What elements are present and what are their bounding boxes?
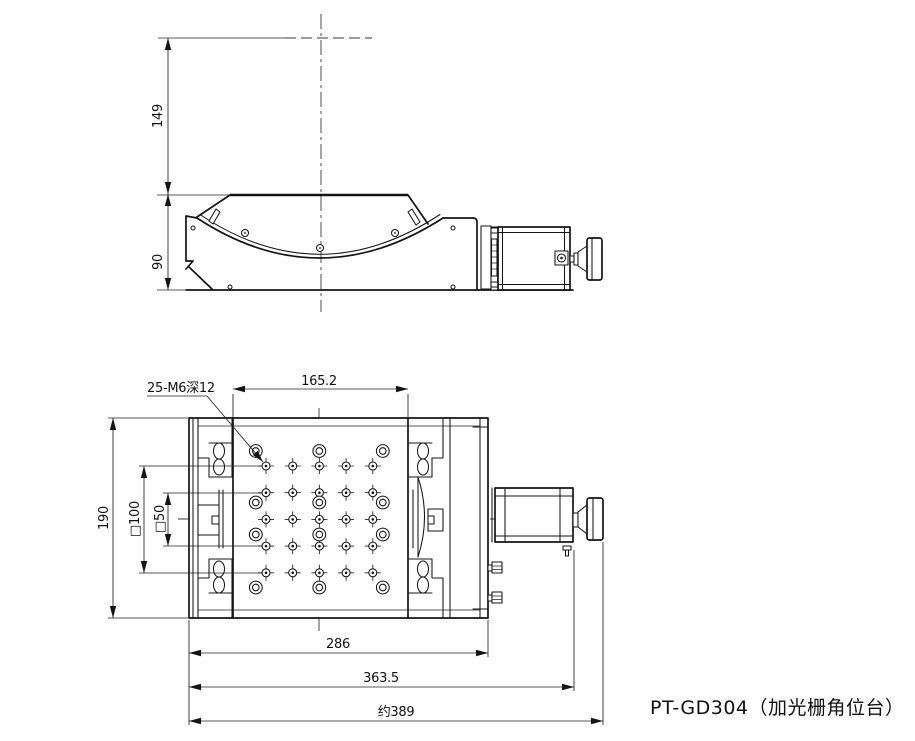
side-extension-lines <box>157 194 230 291</box>
hand-knob-side <box>586 237 603 281</box>
motor-screw-plan <box>562 545 572 551</box>
counterbore-holes <box>248 444 390 595</box>
goniometer-arc-lower <box>196 217 444 259</box>
motor-shaft-side <box>569 255 575 263</box>
dim-286: 286 <box>326 637 350 652</box>
side-view: 149 90 <box>151 14 603 312</box>
dim-square-100: □100 <box>128 501 143 537</box>
dim-90: 90 <box>151 254 166 270</box>
dim-363-5: 363.5 <box>363 671 399 686</box>
stage-body-outline <box>185 215 574 291</box>
dim-165-2: 165.2 <box>301 374 337 389</box>
corner-steps <box>472 426 489 610</box>
stage-body-side <box>185 193 574 291</box>
motor-flange-side <box>480 225 492 290</box>
dim-square-50: □50 <box>153 505 168 533</box>
clamp-brackets <box>197 417 444 619</box>
arc-clamp-wedges <box>208 208 421 226</box>
side-key-tabs <box>197 476 444 558</box>
coupling-ribs <box>490 238 498 277</box>
hole-callout-text: 25-M6深12 <box>147 381 215 396</box>
cam-bulge <box>417 476 426 558</box>
plate-inner-lines <box>198 425 480 611</box>
plan-view: 25-M6深12 165.2 190 □100 □50 286 363.5 约3… <box>97 374 604 725</box>
product-title: PT-GD304（加光栅角位台） <box>650 697 905 719</box>
base-edge-screws <box>487 561 503 604</box>
hand-knob-plan <box>586 497 604 541</box>
platform-edges-plan <box>232 417 409 619</box>
hole-callout-leader: 25-M6深12 <box>147 381 264 463</box>
motor-assembly-side <box>480 225 603 291</box>
motor-shaft-plan <box>572 512 579 528</box>
dim-190: 190 <box>97 506 112 530</box>
side-view-holes <box>190 225 456 290</box>
knob-collar-side <box>577 245 588 273</box>
platform-slant-edges <box>196 194 429 225</box>
motor-assembly-plan <box>491 487 604 557</box>
knob-collar-plan <box>577 504 588 535</box>
goniometer-arc-upper <box>199 213 441 255</box>
m6-tapped-hole-grid <box>258 458 381 581</box>
dim-389: 约389 <box>378 705 415 720</box>
dim-149: 149 <box>151 104 166 128</box>
